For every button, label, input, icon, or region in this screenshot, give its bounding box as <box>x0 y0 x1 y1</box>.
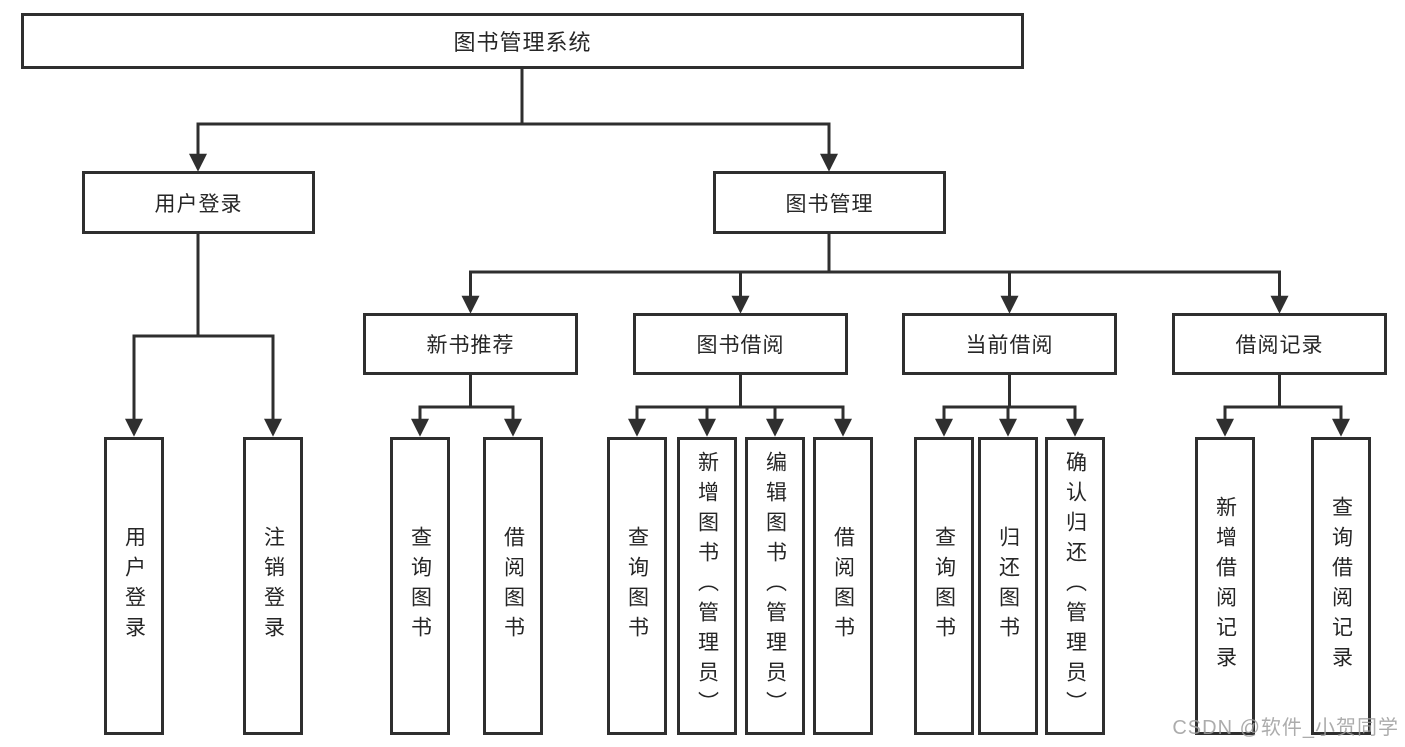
leaf-borrow-books-recommend: 借阅图书 <box>483 437 543 735</box>
leaf-query-books-current-label: 查询图书 <box>932 526 956 646</box>
leaf-confirm-return-admin: 确认归还（管理员） <box>1045 437 1105 735</box>
leaf-confirm-return-admin-label: 确认归还（管理员） <box>1063 451 1087 721</box>
leaf-borrow-books: 借阅图书 <box>813 437 873 735</box>
node-borrow-records-label: 借阅记录 <box>1235 334 1324 357</box>
node-current-borrow-label: 当前借阅 <box>965 334 1054 357</box>
leaf-user-login-label: 用户登录 <box>122 526 146 646</box>
leaf-user-login: 用户登录 <box>104 437 164 735</box>
leaf-query-books-current: 查询图书 <box>914 437 974 735</box>
leaf-query-books-borrow-label: 查询图书 <box>625 526 649 646</box>
leaf-return-book: 归还图书 <box>978 437 1038 735</box>
leaf-add-book-admin-label: 新增图书（管理员） <box>695 451 719 721</box>
watermark: CSDN @软件_小贺同学 <box>1172 717 1399 739</box>
leaf-logout: 注销登录 <box>243 437 303 735</box>
node-root-label: 图书管理系统 <box>453 30 592 55</box>
node-new-book-recommend: 新书推荐 <box>363 313 578 375</box>
node-book-borrow: 图书借阅 <box>633 313 848 375</box>
node-book-management-label: 图书管理 <box>785 192 874 216</box>
leaf-query-borrow-record-label: 查询借阅记录 <box>1329 496 1353 676</box>
leaf-add-borrow-record: 新增借阅记录 <box>1195 437 1255 735</box>
node-new-book-recommend-label: 新书推荐 <box>426 334 515 357</box>
leaf-logout-label: 注销登录 <box>261 526 285 646</box>
node-borrow-records: 借阅记录 <box>1172 313 1387 375</box>
leaf-return-book-label: 归还图书 <box>996 526 1020 646</box>
leaf-borrow-books-recommend-label: 借阅图书 <box>501 526 525 646</box>
leaf-query-borrow-record: 查询借阅记录 <box>1311 437 1371 735</box>
leaf-edit-book-admin-label: 编辑图书（管理员） <box>763 451 787 721</box>
leaf-add-borrow-record-label: 新增借阅记录 <box>1213 496 1237 676</box>
leaf-add-book-admin: 新增图书（管理员） <box>677 437 737 735</box>
leaf-query-books-borrow: 查询图书 <box>607 437 667 735</box>
node-current-borrow: 当前借阅 <box>902 313 1117 375</box>
node-book-borrow-label: 图书借阅 <box>696 334 785 357</box>
leaf-query-books-recommend-label: 查询图书 <box>408 526 432 646</box>
leaf-query-books-recommend: 查询图书 <box>390 437 450 735</box>
node-book-management: 图书管理 <box>713 171 946 234</box>
node-root: 图书管理系统 <box>21 13 1024 69</box>
node-user-login: 用户登录 <box>82 171 315 234</box>
node-user-login-label: 用户登录 <box>154 192 243 216</box>
leaf-borrow-books-label: 借阅图书 <box>831 526 855 646</box>
leaf-edit-book-admin: 编辑图书（管理员） <box>745 437 805 735</box>
